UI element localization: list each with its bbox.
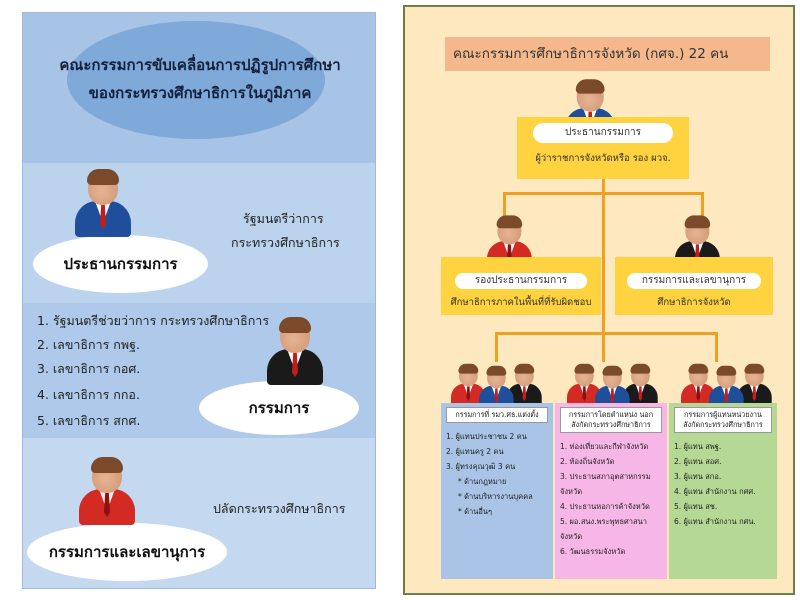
member-person-icon (267, 317, 323, 385)
secretary-label: กรรมการและเลขานุการ (627, 273, 761, 289)
column-item: 3. ประธานสภาอุตสาหกรรม (560, 472, 651, 481)
connector-line (602, 179, 605, 193)
member-item: 2. เลขาธิการ กพฐ. (37, 337, 140, 352)
committee-column: กรรมการผู้แทนหน่วยงาน สังกัดกระทรวงศึกษา… (669, 403, 777, 579)
title-ellipse (67, 21, 325, 139)
column-item: 5. ผอ.สนง.พระพุทธศาสนา (560, 517, 647, 526)
secretary-desc: ปลัดกระทรวงศึกษาธิการ (213, 501, 346, 516)
chairman-person-icon (75, 169, 131, 237)
connector-line (715, 332, 718, 362)
column-item: 6. ผู้แทน สำนักงาน กศน. (674, 517, 756, 526)
committee-column: กรรมการโดยตำแหน่ง นอก สังกัดกระทรวงศึกษา… (555, 403, 667, 579)
column-item: จังหวัด (560, 532, 583, 541)
members-label: กรรมการ (248, 399, 310, 417)
committee-group-icon (451, 359, 542, 411)
member-item: 5. เลขาธิการ สกศ. (37, 413, 141, 428)
column-item: 6. วัฒนธรรมจังหวัด (560, 547, 626, 556)
vice-sub: ศึกษาธิการภาคในพื้นที่ที่รับผิดชอบ (450, 297, 592, 308)
vice-box: รองประธานกรรมการ ศึกษาธิการภาคในพื้นที่ท… (441, 257, 601, 315)
chair-label: ประธานกรรมการ (533, 123, 673, 143)
connector-line (602, 332, 605, 362)
connector-line (602, 192, 605, 332)
vice-label: รองประธานกรรมการ (455, 273, 587, 289)
column-item: * ด้านบริหารงานบุคคล (458, 492, 533, 501)
chairman-label: ประธานกรรมการ (63, 255, 178, 273)
secretary-box: กรรมการและเลขานุการ ศึกษาธิการจังหวัด (615, 257, 773, 315)
chair-sub: ผู้ว่าราชการจังหวัดหรือ รอง ผวจ. (535, 153, 671, 164)
column-header: กรรมการโดยตำแหน่ง นอก สังกัดกระทรวงศึกษา… (560, 407, 662, 433)
secretary-label: กรรมการและเลขานุการ (48, 543, 206, 561)
committee-column: กรรมการที่ รมว.ศธ.แต่งตั้ง 1. ผู้แทนประช… (441, 403, 553, 579)
secretary-label-pill: กรรมการและเลขานุการ (27, 523, 227, 581)
column-item: 3. ผู้แทน สกอ. (674, 472, 722, 481)
column-item: 1. ผู้แทน สพฐ. (674, 442, 722, 451)
column-header: กรรมการที่ รมว.ศธ.แต่งตั้ง (446, 407, 548, 423)
chairman-desc-line2: กระทรวงศึกษาธิการ (231, 235, 340, 250)
column-item: 2. ท้องถิ่นจังหวัด (560, 457, 615, 466)
column-item: 2. ผู้แทน สอศ. (674, 457, 722, 466)
connector-line (495, 332, 717, 335)
column-item: 1. ผู้แทนประชาชน 2 คน (446, 432, 527, 441)
column-header: กรรมการผู้แทนหน่วยงาน สังกัดกระทรวงศึกษา… (674, 407, 772, 433)
chairman-label-pill: ประธานกรรมการ (33, 235, 208, 293)
committee-group-icon (681, 359, 772, 411)
column-item: จังหวัด (560, 487, 583, 496)
secretary-person-icon (79, 457, 135, 525)
column-item: 4. ผู้แทน สำนักงาน กศศ. (674, 487, 756, 496)
left-title: คณะกรรมการขับเคลื่อนการปฏิรูปการศึกษา ขอ… (23, 51, 375, 107)
column-item: 1. ท่องเที่ยวและกีฬาจังหวัด (560, 442, 649, 451)
column-item: 3. ผู้ทรงคุณวุฒิ 3 คน (446, 462, 516, 471)
members-label-pill: กรรมการ (199, 381, 359, 435)
chair-box: ประธานกรรมการ ผู้ว่าราชการจังหวัดหรือ รอ… (517, 117, 689, 179)
right-panel: คณะกรรมการศึกษาธิการจังหวัด (กศจ.) 22 คน… (403, 5, 795, 595)
column-item: 5. ผู้แทน สช. (674, 502, 718, 511)
left-title-line1: คณะกรรมการขับเคลื่อนการปฏิรูปการศึกษา (59, 56, 341, 74)
column-item: * ด้านกฎหมาย (458, 477, 507, 486)
left-panel: คณะกรรมการขับเคลื่อนการปฏิรูปการศึกษา ขอ… (22, 12, 376, 589)
right-title: คณะกรรมการศึกษาธิการจังหวัด (กศจ.) 22 คน (445, 37, 770, 71)
member-item: 3. เลขาธิการ กอศ. (37, 361, 141, 376)
member-item: 1. รัฐมนตรีช่วยว่าการ กระทรวงศึกษาธิการ (37, 313, 270, 328)
secretary-sub: ศึกษาธิการจังหวัด (657, 297, 731, 308)
column-item: 4. ประธานหอการค้าจังหวัด (560, 502, 650, 511)
member-item: 4. เลขาธิการ กกอ. (37, 387, 140, 402)
column-item: 2. ผู้แทนครู 2 คน (446, 447, 504, 456)
chairman-desc-line1: รัฐมนตรีว่าการ (243, 211, 324, 226)
connector-line (495, 332, 498, 362)
left-title-line2: ของกระทรวงศึกษาธิการในภูมิภาค (88, 84, 312, 102)
column-item: * ด้านอื่นๆ (458, 507, 493, 516)
committee-group-icon (567, 359, 658, 411)
